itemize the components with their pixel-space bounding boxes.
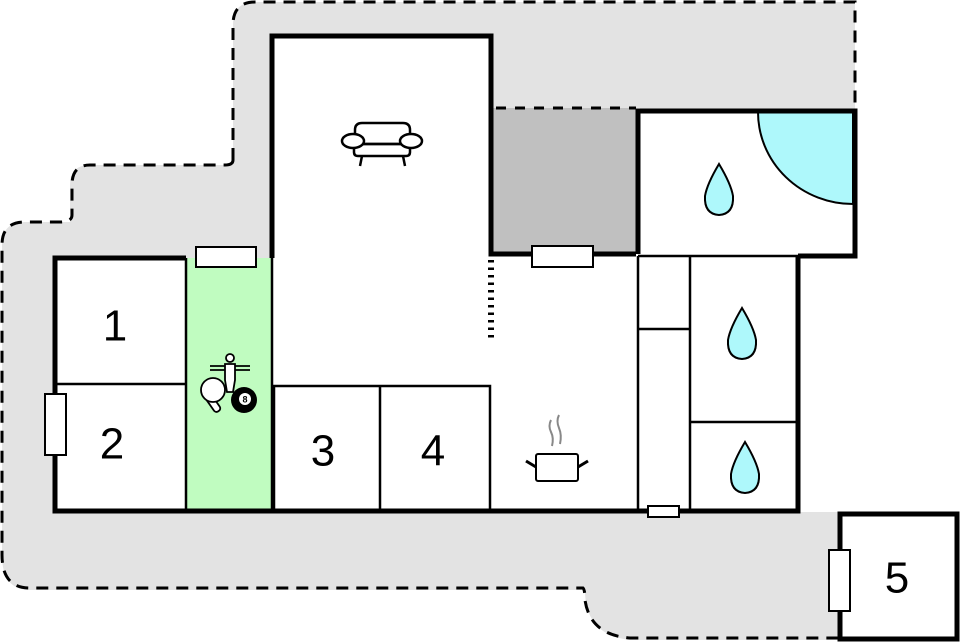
- table-football-icon: [210, 353, 250, 393]
- water-drop-icon: [726, 306, 758, 361]
- cooking-pot-icon: [525, 414, 589, 482]
- water-drop-icon: [703, 162, 735, 217]
- window-kitchen: [531, 245, 594, 268]
- billiard-ball-8-icon: 8: [231, 387, 257, 413]
- room-label-5: 5: [885, 554, 909, 603]
- window-bedroom-2: [44, 393, 67, 456]
- room-label-1: 1: [103, 302, 127, 351]
- water-drop-icon: [729, 440, 761, 495]
- covered-area: [493, 106, 636, 255]
- interior-walls: [55, 254, 798, 513]
- billiard-ball-number: 8: [242, 395, 247, 405]
- room-label-4: 4: [421, 427, 445, 476]
- window-bedroom-5: [828, 549, 851, 612]
- pool-quarter-circle: [756, 111, 854, 206]
- room-label-3: 3: [311, 427, 335, 476]
- window-hall: [647, 505, 680, 518]
- sofa-icon: [340, 121, 424, 167]
- room-label-2: 2: [100, 420, 124, 469]
- window-game-room: [195, 246, 257, 268]
- windows: [44, 245, 851, 612]
- table-tennis-icon: [200, 377, 226, 413]
